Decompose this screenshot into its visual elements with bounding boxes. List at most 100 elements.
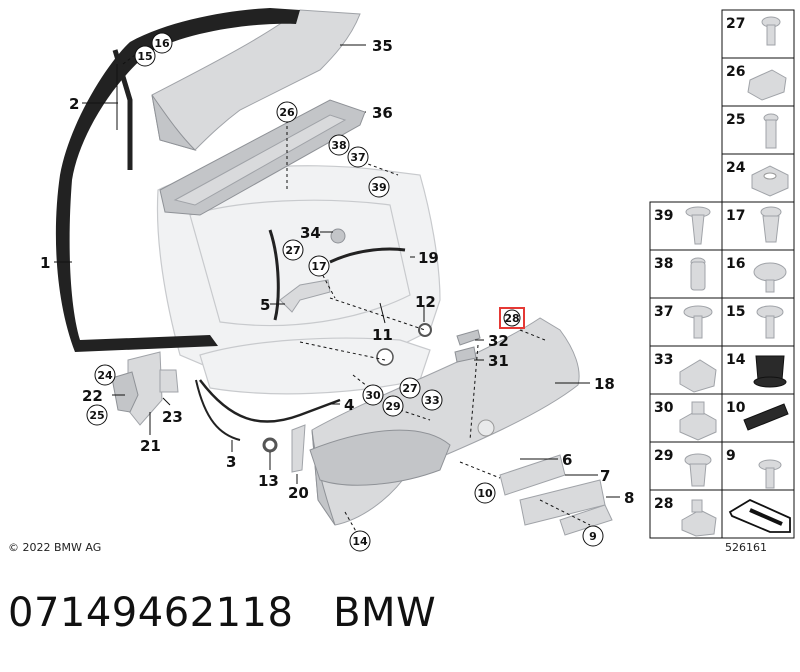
leader-lines xyxy=(54,44,620,536)
callout-labels: 35 2 1 36 19 18 4 5 34 6 7 8 32 31 22 23… xyxy=(40,37,634,507)
grid-label-25: 25 xyxy=(726,112,745,128)
svg-text:28: 28 xyxy=(504,312,519,325)
svg-text:26: 26 xyxy=(279,106,295,119)
callout-33: 33 xyxy=(421,389,443,411)
callout-9: 9 xyxy=(582,525,604,547)
callout-15: 15 xyxy=(134,45,156,67)
svg-text:29: 29 xyxy=(385,400,400,413)
clip-nut-icon-26 xyxy=(747,69,787,101)
callout-13: 13 xyxy=(258,472,279,490)
svg-text:37: 37 xyxy=(350,151,365,164)
callout-26: 26 xyxy=(276,101,298,123)
grid-label-29: 29 xyxy=(654,448,673,464)
callout-31: 31 xyxy=(488,352,509,370)
grid-label-9: 9 xyxy=(726,448,736,464)
svg-text:17: 17 xyxy=(311,260,326,273)
callout-2: 2 xyxy=(69,95,79,113)
direction-arrow-icon xyxy=(728,498,791,533)
callout-27-top: 27 xyxy=(282,239,304,261)
left-bracket xyxy=(111,351,179,426)
grid-label-27: 27 xyxy=(726,16,745,32)
svg-text:9: 9 xyxy=(589,530,597,543)
grid-label-24: 24 xyxy=(726,160,746,176)
rivet-icon-39 xyxy=(685,206,711,245)
svg-text:10: 10 xyxy=(477,487,493,500)
grid-label-14: 14 xyxy=(726,352,746,368)
callout-30: 30 xyxy=(362,384,384,406)
svg-text:38: 38 xyxy=(331,139,346,152)
callout-35: 35 xyxy=(372,37,393,55)
grid-label-26: 26 xyxy=(726,64,745,80)
grid-label-28: 28 xyxy=(654,496,673,512)
grid-label-30: 30 xyxy=(654,400,674,416)
strip-icon-10 xyxy=(743,403,789,431)
callout-32: 32 xyxy=(488,332,509,350)
tailgate-inner-frame xyxy=(156,165,441,395)
circled-callouts: 16 15 26 38 37 39 27 17 24 25 30 27 29 3… xyxy=(86,32,604,552)
callout-36: 36 xyxy=(372,104,393,122)
svg-text:24: 24 xyxy=(97,369,113,382)
license-plate-recess xyxy=(499,454,613,536)
bolt-icon-25 xyxy=(763,113,779,149)
callout-37: 37 xyxy=(347,146,369,168)
screw-icon-9 xyxy=(758,459,782,489)
nut-icon-30 xyxy=(679,401,717,441)
brand: BMW xyxy=(333,590,437,636)
callout-21: 21 xyxy=(140,437,161,455)
grid-label-38: 38 xyxy=(654,256,673,272)
callout-5: 5 xyxy=(260,296,270,314)
svg-text:27: 27 xyxy=(285,244,300,257)
clip-icon-28 xyxy=(681,499,717,537)
callout-11: 11 xyxy=(372,326,393,344)
torx-screw-icon-15 xyxy=(756,305,784,339)
grid-label-10: 10 xyxy=(726,400,746,416)
nut-icon-24 xyxy=(751,165,789,197)
screw-icon-37 xyxy=(683,305,713,339)
seal-strip xyxy=(199,379,341,423)
grid-label-33: 33 xyxy=(654,352,673,368)
callout-38: 38 xyxy=(328,134,350,156)
callout-7: 7 xyxy=(600,467,610,485)
fastener-icons xyxy=(679,16,791,537)
callout-23: 23 xyxy=(162,408,183,426)
callout-18: 18 xyxy=(594,375,615,393)
callout-12: 12 xyxy=(415,293,436,311)
small-parts xyxy=(262,228,481,473)
fastener-grid xyxy=(649,9,795,539)
callout-24: 24 xyxy=(94,364,116,386)
callout-29: 29 xyxy=(382,395,404,417)
callout-8: 8 xyxy=(624,489,634,507)
grid-label-17: 17 xyxy=(726,208,745,224)
tailgate-outer-panel xyxy=(309,317,580,526)
grid-label-37: 37 xyxy=(654,304,673,320)
callout-28-highlighted[interactable]: 28 xyxy=(499,307,525,329)
clip-icon-33 xyxy=(679,359,717,393)
callout-34: 34 xyxy=(300,224,321,242)
svg-text:30: 30 xyxy=(365,389,381,402)
callout-27-bottom: 27 xyxy=(399,377,421,399)
rear-spoiler xyxy=(151,9,361,152)
callout-14: 14 xyxy=(349,530,371,552)
svg-text:14: 14 xyxy=(352,535,368,548)
callout-22: 22 xyxy=(82,387,103,405)
svg-text:15: 15 xyxy=(137,50,152,63)
plug-icon-14 xyxy=(753,355,787,388)
cap-icon-16 xyxy=(753,262,787,293)
callout-16: 16 xyxy=(151,32,173,54)
callout-3: 3 xyxy=(226,453,236,471)
callout-17: 17 xyxy=(308,255,330,277)
push-nut-icon-17 xyxy=(760,206,782,243)
svg-text:39: 39 xyxy=(371,181,386,194)
callout-20: 20 xyxy=(288,484,309,502)
glass-seal xyxy=(55,8,301,352)
tailgate-seal xyxy=(329,247,406,264)
grid-label-15: 15 xyxy=(726,304,745,320)
grommet-icon-38 xyxy=(690,257,706,291)
svg-text:16: 16 xyxy=(154,37,170,50)
rivet-icon-29 xyxy=(684,453,712,487)
part-number-caption: 07149462118 BMW xyxy=(8,590,436,636)
svg-text:25: 25 xyxy=(89,409,104,422)
callout-1: 1 xyxy=(40,254,50,272)
spoiler-bracket xyxy=(159,99,366,216)
